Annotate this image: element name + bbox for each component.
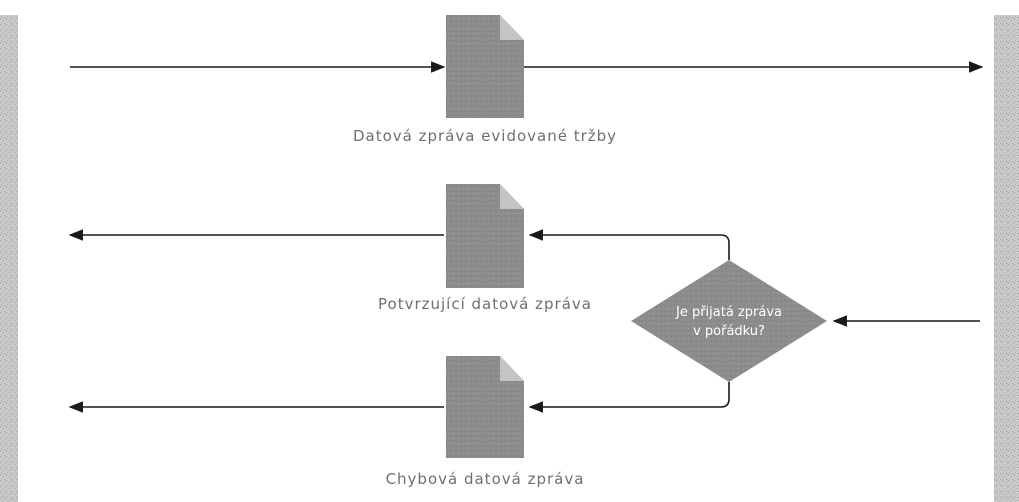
arrow-decision-to-confirmation [528,229,730,260]
arrow-decision-to-error [528,382,730,413]
document-label-error: Chybová datová zpráva [386,470,585,488]
right-participant-bar [994,15,1019,502]
document-label-request: Datová zpráva evidované tržby [353,127,617,145]
document-icon [446,184,524,288]
decision-diamond-icon [631,260,827,382]
document-icon [446,356,524,458]
decision-text-line1: Je přijatá zpráva [675,305,782,320]
decision-text-line2: v pořádku? [693,324,765,339]
document-label-confirmation: Potvrzující datová zpráva [378,295,592,313]
left-participant-bar [0,15,18,502]
document-icon [446,15,524,118]
